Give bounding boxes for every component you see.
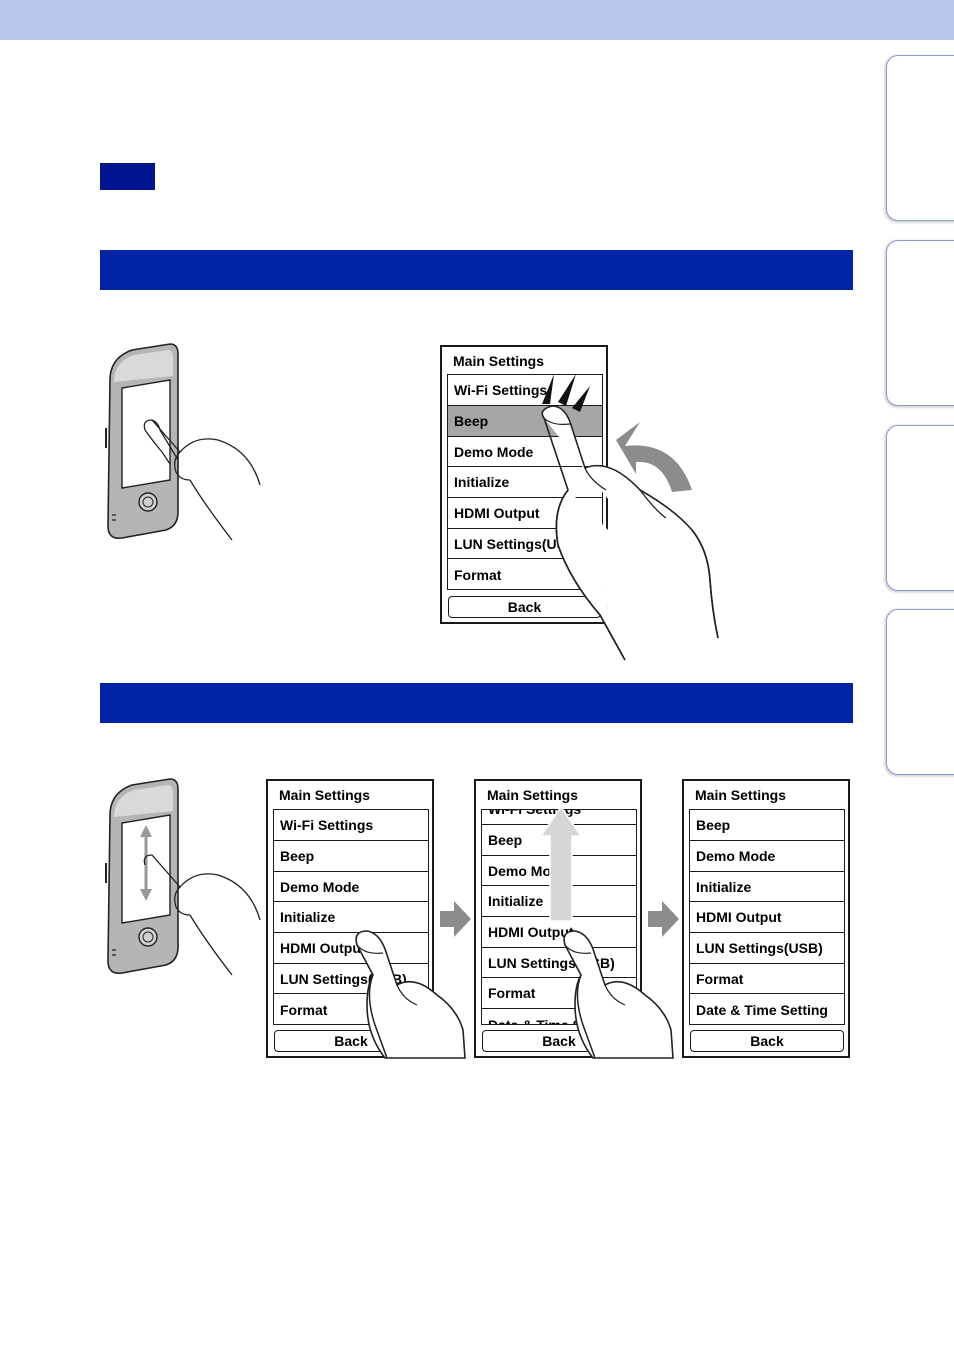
screen-title: Main Settings	[279, 787, 371, 803]
section-bar-touch	[100, 250, 853, 290]
finger-touch-overlay-2	[563, 930, 674, 1059]
screen-title: Main Settings	[695, 787, 787, 803]
camera-touch-illustration	[105, 343, 261, 541]
camera-drag-illustration	[105, 778, 261, 976]
tap-gesture-overlay	[541, 374, 719, 661]
note-badge	[100, 163, 155, 190]
scroll-up-arrow-icon	[539, 805, 583, 922]
list-item-lun-settings[interactable]: LUN Settings(USB)	[690, 933, 844, 964]
screen-title: Main Settings	[453, 353, 545, 369]
top-band	[0, 0, 954, 40]
list-item-initialize[interactable]: Initialize	[448, 467, 602, 498]
title-backdrop	[476, 781, 640, 808]
screen-title: Main Settings	[487, 787, 579, 803]
list-item-hdmi-output[interactable]: HDMI Output	[690, 902, 844, 933]
side-tab-3[interactable]	[886, 425, 954, 591]
arrow-right-icon	[648, 901, 679, 937]
settings-list: Beep Demo Mode Initialize HDMI Output LU…	[689, 809, 845, 1025]
drag-settings-screen-3: Main Settings Beep Demo Mode Initialize …	[682, 779, 850, 1058]
section-bar-drag	[100, 683, 853, 723]
arrow-right-icon	[440, 901, 471, 937]
list-item-initialize[interactable]: Initialize	[690, 872, 844, 902]
list-item-wifi-settings[interactable]: Wi-Fi Settings	[448, 375, 602, 406]
back-button[interactable]: Back	[448, 596, 601, 618]
finger-touch-overlay-1	[355, 930, 466, 1059]
back-button[interactable]: Back	[690, 1030, 844, 1052]
list-item-demo-mode[interactable]: Demo Mode	[274, 872, 428, 902]
list-item-beep[interactable]: Beep	[690, 810, 844, 841]
side-tab-1[interactable]	[886, 55, 954, 221]
list-item-initialize[interactable]: Initialize	[274, 902, 428, 933]
list-item-demo-mode[interactable]: Demo Mode	[690, 841, 844, 872]
side-tab-4[interactable]	[886, 609, 954, 775]
side-tab-2[interactable]	[886, 240, 954, 406]
list-item-wifi-settings[interactable]: Wi-Fi Settings	[274, 810, 428, 841]
list-item-beep[interactable]: Beep	[448, 406, 602, 437]
list-item-beep[interactable]: Beep	[274, 841, 428, 872]
list-item-format[interactable]: Format	[690, 964, 844, 994]
list-item-hdmi-output[interactable]: HDMI Output	[274, 933, 428, 964]
list-item-date-time-setting[interactable]: Date & Time Setting	[690, 994, 844, 1024]
list-item-hdmi-output[interactable]: HDMI Output	[482, 917, 636, 948]
